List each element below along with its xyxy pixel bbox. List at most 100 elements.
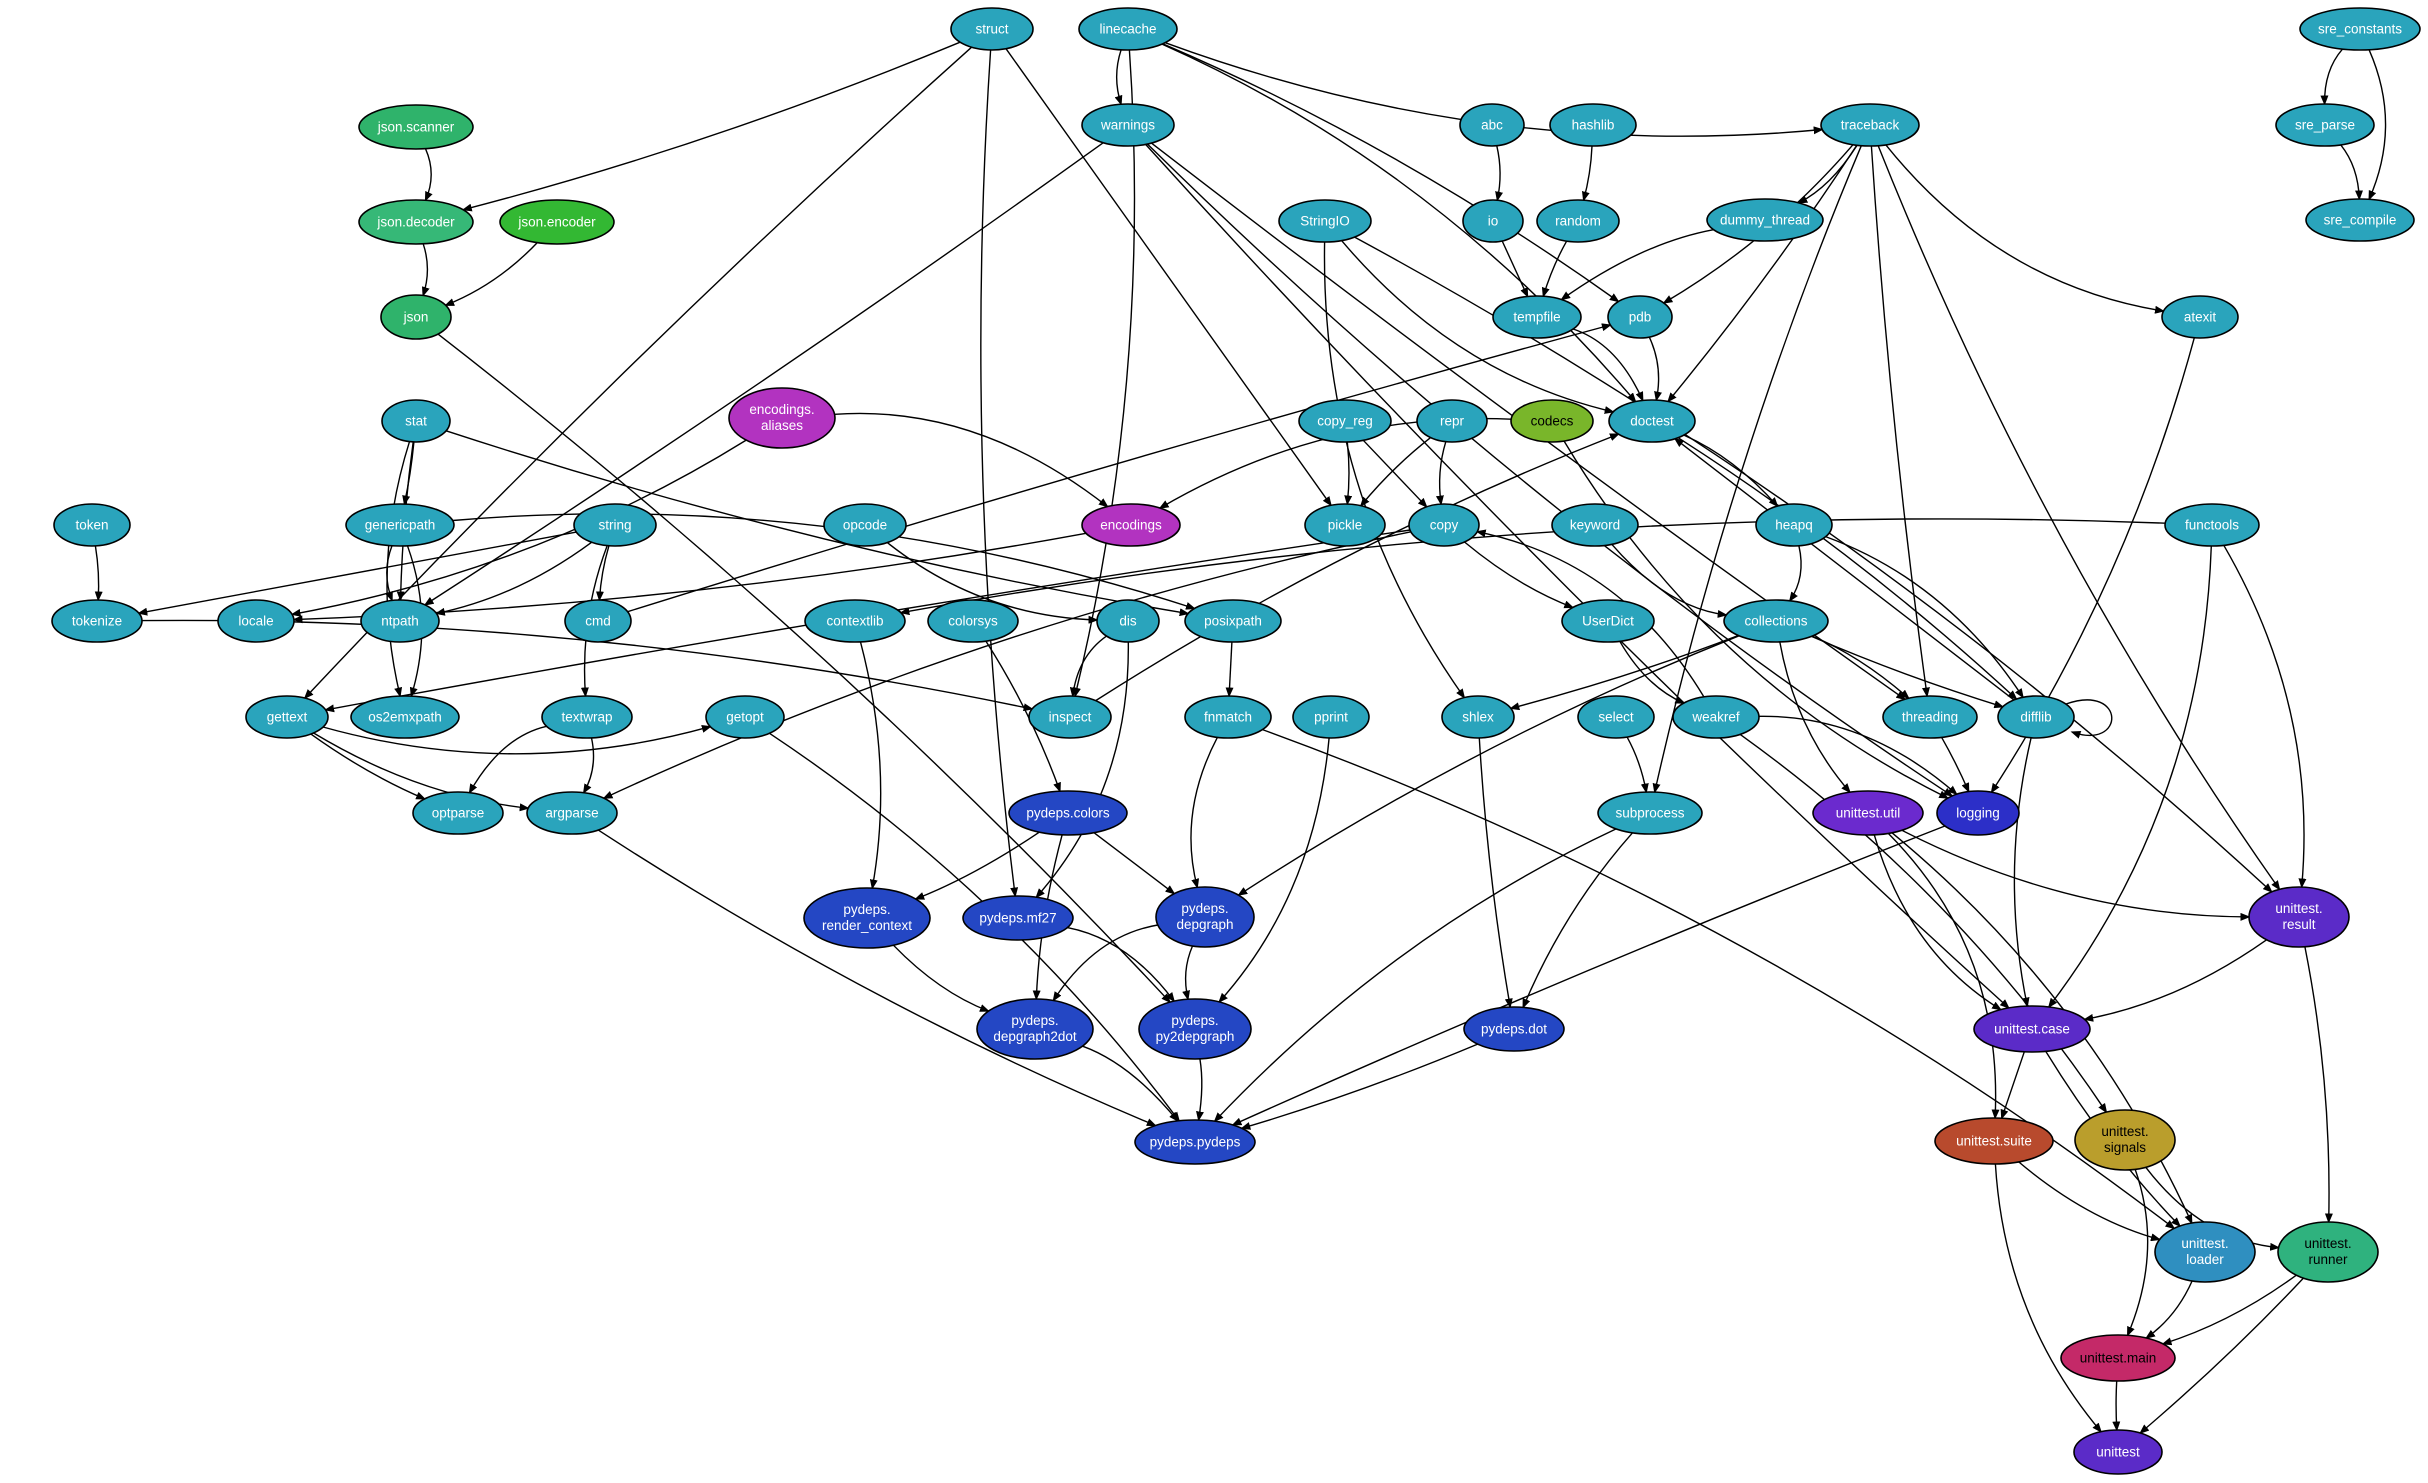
node-pydeps.depgraph2dot: pydeps.depgraph2dot — [976, 998, 1094, 1060]
edge-unittest.suite-to-unittest.loader — [2018, 1161, 2161, 1242]
node-traceback: traceback — [1820, 103, 1920, 147]
edge-unittest.util-to-unittest.case — [1873, 834, 2002, 1011]
node-label-pydeps.dot: pydeps.dot — [1481, 1022, 1547, 1037]
edge-unittest.util-to-unittest.result — [1901, 829, 2251, 921]
edge-gettext-to-optparse — [310, 733, 427, 800]
edge-pydeps.depgraph-to-pydeps.depgraph2dot — [1052, 924, 1158, 1002]
node-unittest.main: unittest.main — [2060, 1334, 2176, 1382]
node-sre_parse: sre_parse — [2275, 103, 2375, 147]
node-shape-unittest — [2073, 1429, 2163, 1475]
node-cmd: cmd — [564, 599, 632, 643]
node-label-pydeps.pydeps: pydeps.pydeps — [1150, 1135, 1241, 1150]
node-shape-abc — [1459, 103, 1525, 147]
edge-repr-to-pickle — [1359, 437, 1432, 507]
node-shape-atexit — [2161, 295, 2239, 339]
node-label-opcode: opcode — [843, 518, 887, 533]
edge-tempfile-to-doctest — [1572, 328, 1644, 402]
node-shape-os2emxpath — [350, 695, 460, 739]
node-shape-pydeps.depgraph2dot — [976, 998, 1094, 1060]
edge-linecache-to-warnings — [1114, 49, 1123, 106]
edge-string-to-ntpath — [434, 541, 593, 616]
node-label-copy_reg: copy_reg — [1317, 414, 1373, 429]
edge-weakref-to-logging — [1758, 715, 1958, 796]
edge-pydeps.render_context-to-pydeps.depgraph2dot — [892, 944, 990, 1012]
node-shape-json.scanner — [358, 104, 474, 150]
node-unittest.suite: unittest.suite — [1934, 1117, 2054, 1165]
edge-doctest-to-heapq — [1683, 434, 1779, 508]
node-label-io: io — [1488, 214, 1499, 229]
node-label-pydeps.depgraph: pydeps.depgraph — [1176, 901, 1233, 932]
node-label-unittest.util: unittest.util — [1836, 806, 1901, 821]
node-UserDict: UserDict — [1561, 599, 1655, 643]
node-shape-subprocess — [1597, 791, 1703, 835]
node-label-inspect: inspect — [1049, 710, 1092, 725]
edge-opcode-to-dis — [886, 542, 1099, 624]
node-label-string: string — [598, 518, 631, 533]
edge-pydeps.depgraph-to-pydeps.py2depgraph — [1182, 945, 1194, 1001]
node-label-keyword: keyword — [1570, 518, 1620, 533]
node-label-contextlib: contextlib — [826, 614, 883, 629]
edge-pydeps.colors-to-pydeps.render_context — [914, 831, 1040, 900]
node-shape-dis — [1096, 599, 1160, 643]
edge-logging-to-pydeps.pydeps — [1231, 825, 1946, 1126]
edge-abc-to-io — [1495, 145, 1503, 202]
node-label-unittest.suite: unittest.suite — [1956, 1134, 2032, 1149]
node-label-difflib: difflib — [2020, 710, 2051, 725]
edge-traceback-to-dummy_thread — [1797, 144, 1858, 204]
node-textwrap: textwrap — [541, 695, 633, 739]
edge-traceback-to-doctest — [1667, 144, 1858, 403]
node-label-select: select — [1598, 710, 1634, 725]
edge-inspect-to-doctest — [1095, 433, 1620, 702]
node-label-collections: collections — [1744, 614, 1807, 629]
node-label-sre_compile: sre_compile — [2324, 213, 2397, 228]
node-shape-inspect — [1028, 695, 1112, 739]
node-label-colorsys: colorsys — [948, 614, 998, 629]
node-json.encoder: json.encoder — [499, 199, 615, 245]
node-doctest: doctest — [1608, 399, 1696, 443]
node-label-unittest.loader: unittest.loader — [2181, 1236, 2228, 1267]
node-label-StringIO: StringIO — [1300, 214, 1350, 229]
node-shape-contextlib — [804, 599, 906, 643]
node-shape-collections — [1723, 599, 1829, 643]
edge-gettext-to-argparse — [313, 732, 530, 812]
node-label-argparse: argparse — [545, 806, 598, 821]
edge-functools-to-unittest.case — [2047, 545, 2212, 1009]
node-shape-tokenize — [51, 599, 143, 643]
edge-fnmatch-to-pydeps.depgraph — [1190, 736, 1219, 889]
edge-argparse-to-pydeps.pydeps — [597, 829, 1157, 1127]
edge-unittest.signals-to-unittest.main — [2126, 1169, 2149, 1337]
edge-contextlib-to-pydeps.render_context — [859, 641, 882, 890]
node-label-functools: functools — [2185, 518, 2239, 533]
node-encodings: encodings — [1081, 503, 1181, 547]
node-shape-unittest.case — [1973, 1005, 2091, 1053]
edge-collections-to-difflib — [1811, 635, 2005, 709]
node-sre_constants: sre_constants — [2299, 7, 2421, 51]
node-json.scanner: json.scanner — [358, 104, 474, 150]
node-label-pydeps.mf27: pydeps.mf27 — [979, 911, 1056, 926]
node-shape-pydeps.render_context — [803, 887, 931, 949]
edge-gettext-to-getopt — [322, 725, 712, 755]
node-copy_reg: copy_reg — [1298, 399, 1392, 443]
node-shape-doctest — [1608, 399, 1696, 443]
node-label-encodings: encodings — [1100, 518, 1162, 533]
node-label-dummy_thread: dummy_thread — [1720, 213, 1810, 228]
node-posixpath: posixpath — [1184, 599, 1282, 643]
edge-repr-to-copy — [1435, 441, 1447, 506]
node-shape-linecache — [1078, 7, 1178, 51]
node-shape-weakref — [1672, 695, 1760, 739]
node-shape-pydeps.depgraph — [1155, 886, 1255, 948]
edge-hashlib-to-random — [1581, 145, 1593, 202]
edge-doctest-to-difflib — [1677, 437, 2018, 701]
edge-unittest.util-to-unittest.suite — [1887, 832, 2000, 1120]
node-label-textwrap: textwrap — [561, 710, 612, 725]
node-label-weakref: weakref — [1691, 710, 1740, 725]
node-shape-copy_reg — [1298, 399, 1392, 443]
node-gettext: gettext — [245, 695, 329, 739]
node-label-json.scanner: json.scanner — [377, 120, 455, 135]
node-inspect: inspect — [1028, 695, 1112, 739]
node-label-encodings.aliases: encodings.aliases — [749, 402, 814, 433]
node-shape-string — [573, 503, 657, 547]
node-shape-unittest.main — [2060, 1334, 2176, 1382]
edge-linecache-to-pdb — [1162, 43, 1620, 303]
